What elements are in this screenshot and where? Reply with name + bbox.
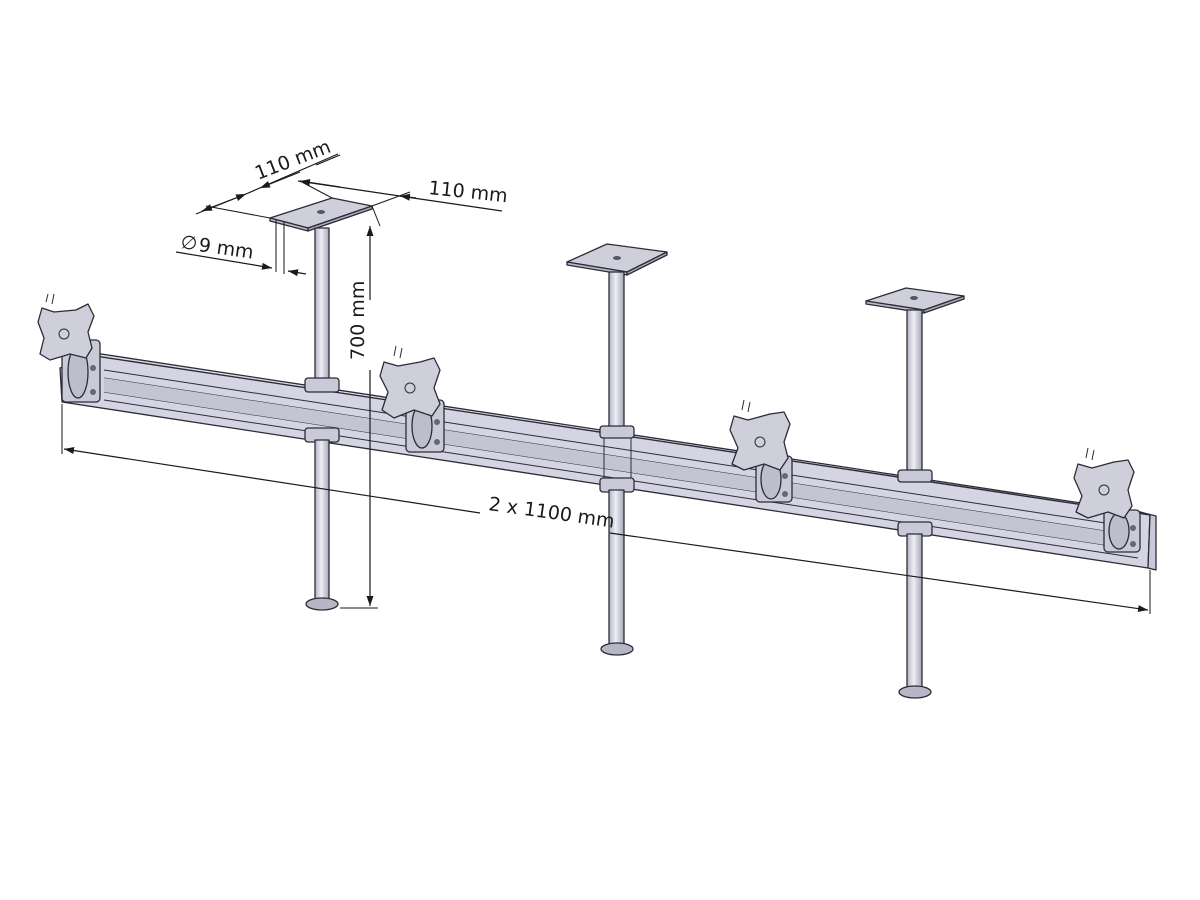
ceiling-mount-2	[566, 243, 668, 433]
plate-hole	[613, 256, 621, 260]
monitor-mount-2	[379, 345, 445, 453]
floor-foot	[898, 685, 932, 699]
ceiling-mount-1	[269, 197, 373, 389]
floor-foot	[600, 642, 634, 656]
beam-end-cap	[1139, 511, 1157, 571]
beam-length-label: 2 x 1100 mm	[487, 493, 616, 532]
horizontal-beam	[59, 351, 1157, 571]
plate-width-label: 110 mm	[252, 136, 334, 185]
hole-diameter-symbol: ∅	[179, 231, 198, 255]
ceiling-mount-3	[865, 287, 965, 479]
column-height-label: 700 mm	[347, 281, 369, 360]
dimension-hole-diameter: ∅ 9 mm	[175, 220, 307, 277]
vesa-plate	[37, 303, 95, 361]
column-upper	[314, 227, 330, 389]
monitor-mount-3	[729, 399, 793, 503]
column-upper	[906, 309, 923, 479]
column-clamp-3	[897, 469, 933, 537]
hole-diameter-label: 9 mm	[197, 234, 255, 263]
column-upper	[608, 271, 625, 433]
beam-channel	[104, 378, 1138, 550]
column-clamp-2	[599, 425, 635, 493]
column-lower-2	[600, 489, 634, 656]
column-lower-3	[898, 533, 932, 699]
column-lower-1	[305, 439, 339, 611]
dimension-column-height: 700 mm	[340, 205, 381, 609]
floor-foot	[305, 597, 339, 611]
plate-hole	[317, 210, 325, 214]
column-clamp-1	[304, 377, 340, 443]
monitor-mount-1	[37, 293, 101, 403]
vesa-plate	[379, 357, 441, 419]
vesa-plate	[729, 411, 791, 471]
monitor-mount-4	[1073, 447, 1141, 553]
plate-hole	[910, 296, 918, 300]
vesa-plate	[1073, 459, 1135, 519]
plate-depth-label: 110 mm	[427, 177, 508, 207]
